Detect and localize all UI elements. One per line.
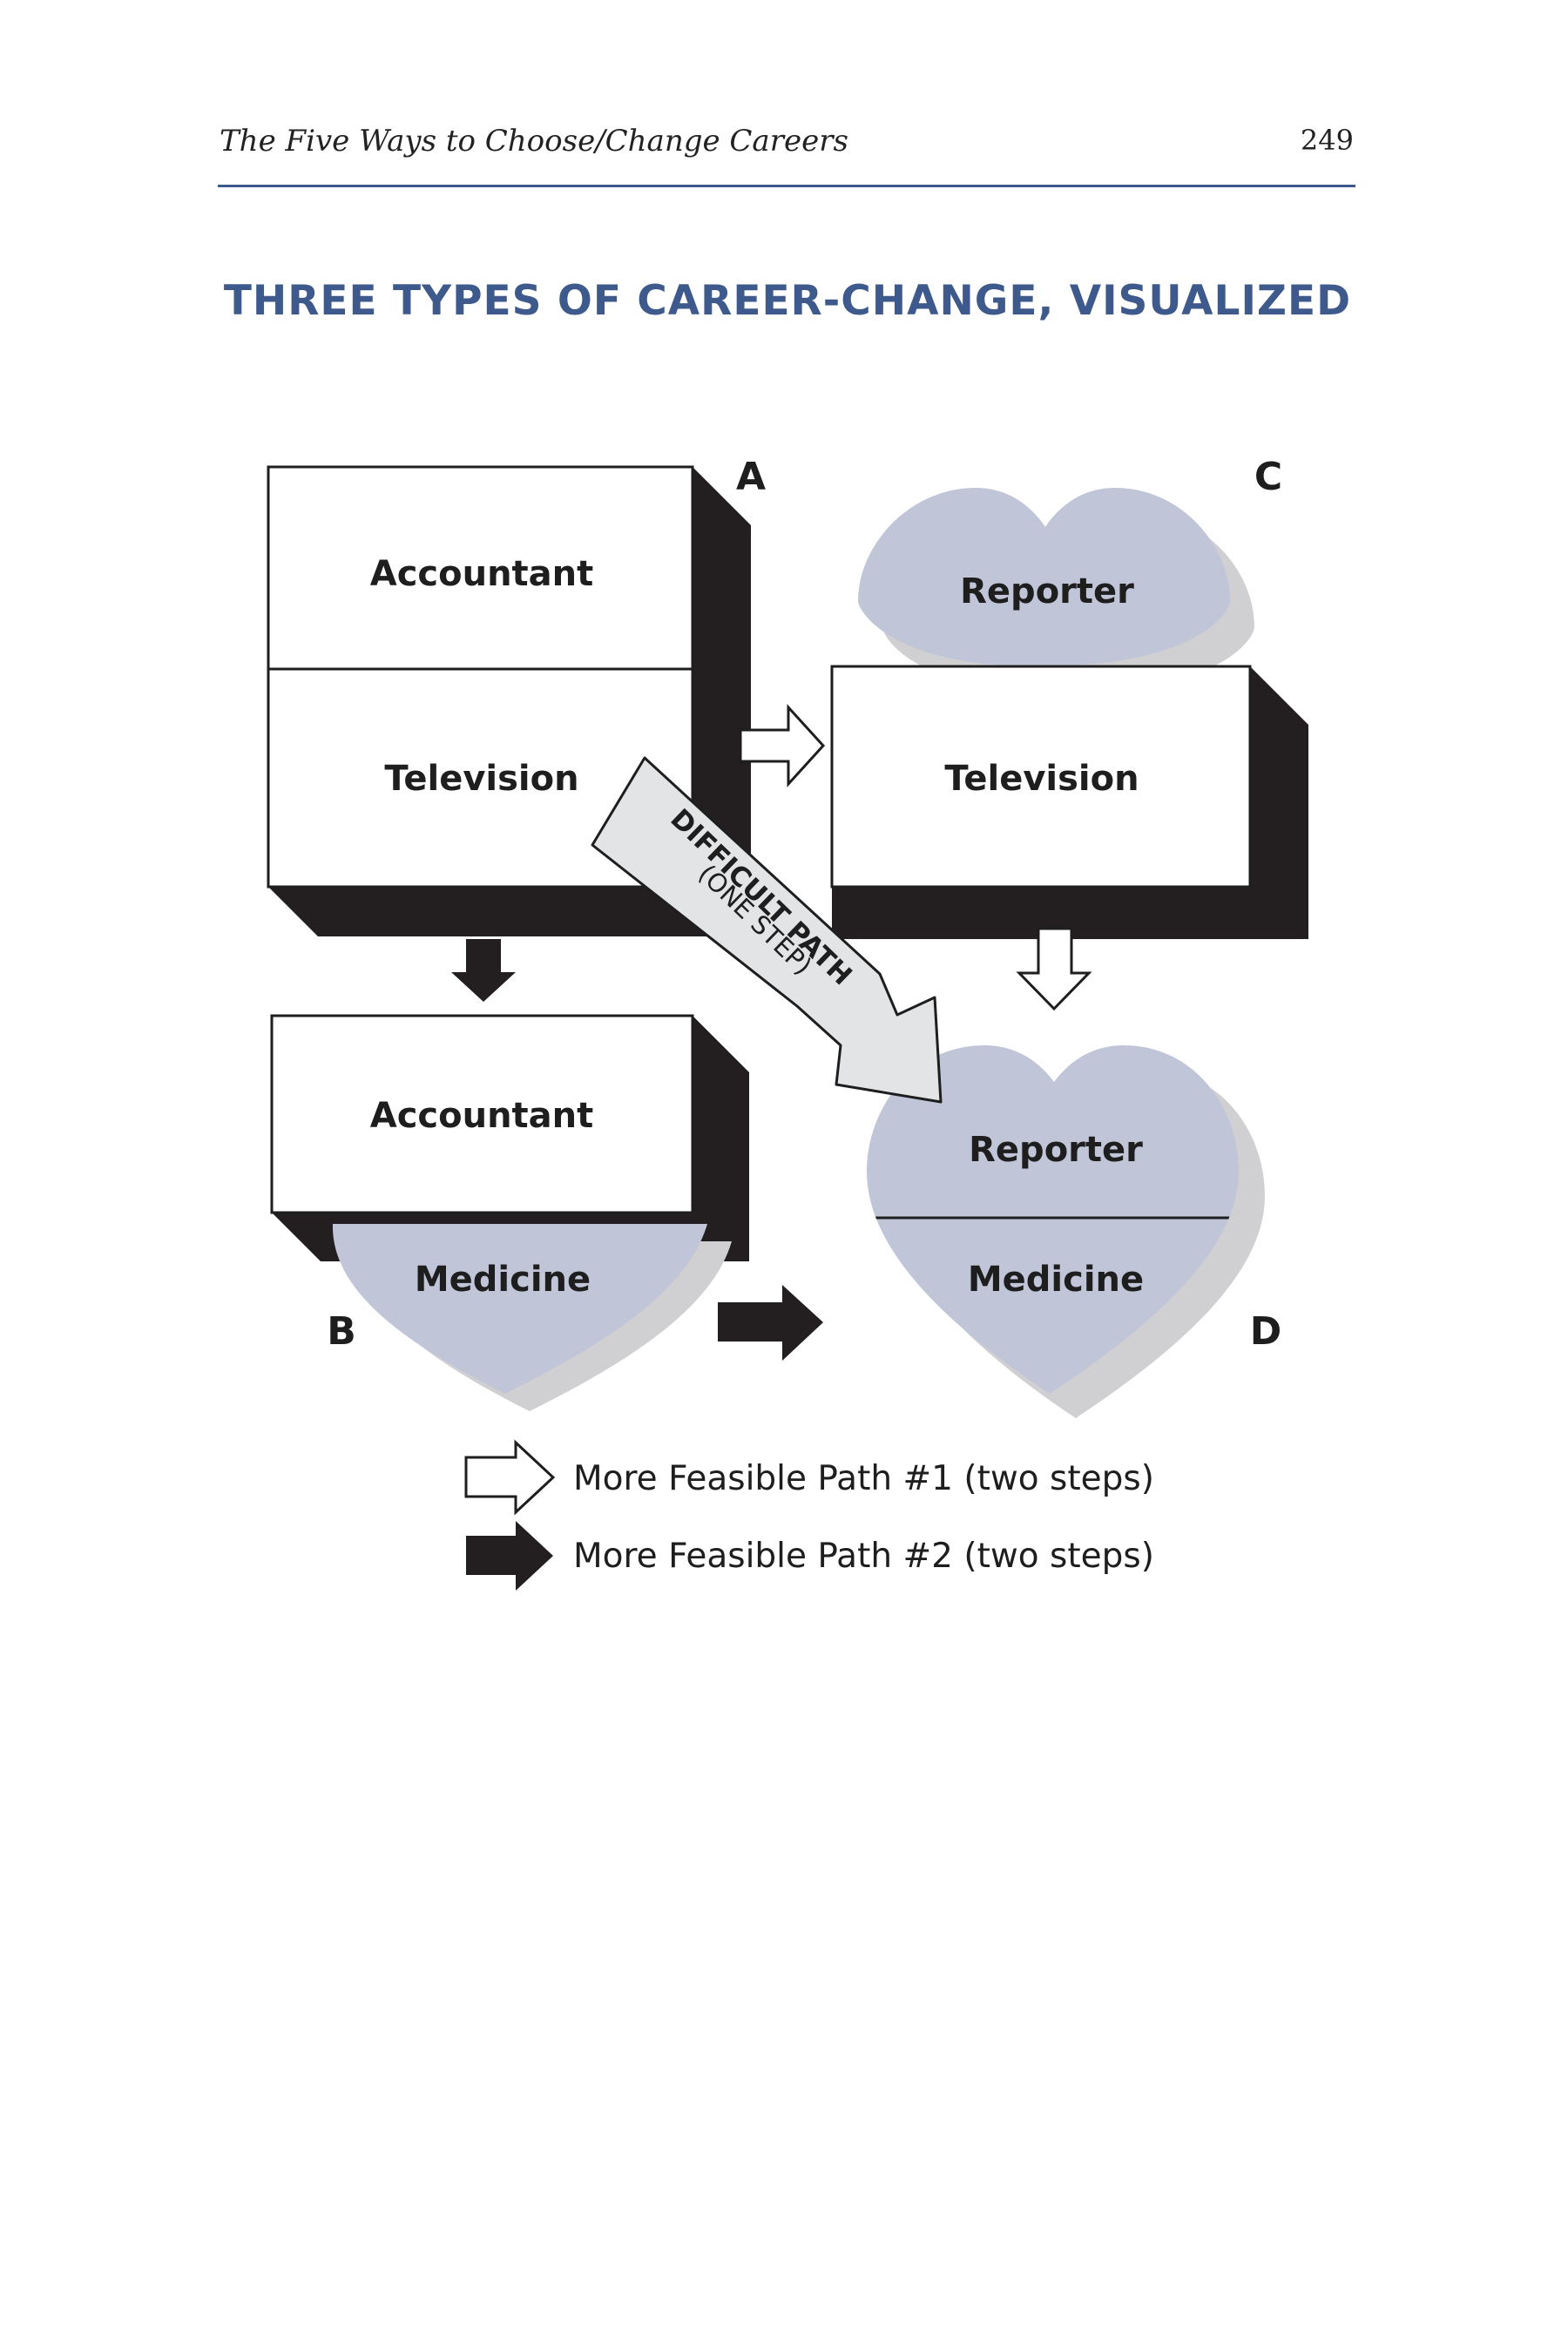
node-c-letter: C (1254, 455, 1282, 499)
figure-title: THREE TYPES OF CAREER-CHANGE, VISUALIZED (223, 277, 1352, 325)
legend-label-path-1: More Feasible Path #1 (two steps) (573, 1459, 1154, 1498)
node-b: Accountant Medicine B (270, 1014, 749, 1411)
solid-arrow-icon (451, 939, 516, 1002)
solid-arrow-icon (466, 1521, 553, 1591)
node-a-letter: A (736, 455, 766, 499)
node-c-top-label: Reporter (960, 571, 1134, 612)
node-b-box (270, 1014, 694, 1214)
node-c: Reporter Television C (830, 455, 1308, 939)
node-c-shadow (832, 666, 1308, 939)
node-c-bottom-label: Television (944, 759, 1139, 799)
legend: More Feasible Path #1 (two steps) More F… (464, 1439, 1154, 1591)
running-title: The Five Ways to Choose/Change Careers (220, 124, 848, 159)
outline-arrow-icon (739, 704, 826, 787)
node-c-box (830, 665, 1252, 889)
node-d-bottom-label: Medicine (968, 1260, 1144, 1300)
outline-arrow-icon (464, 1439, 556, 1516)
page-number: 249 (1300, 124, 1354, 157)
legend-label-path-2: More Feasible Path #2 (two steps) (573, 1537, 1154, 1576)
node-b-top-label: Accountant (370, 1096, 594, 1136)
outline-arrow-icon (1016, 927, 1092, 1011)
node-d: Reporter Medicine D (867, 1045, 1282, 1418)
node-b-bottom-label: Medicine (415, 1260, 591, 1300)
node-a-bottom-label: Television (384, 759, 578, 799)
solid-arrow-icon (718, 1285, 823, 1361)
node-d-top-label: Reporter (969, 1130, 1143, 1170)
header-rule (218, 185, 1355, 187)
node-d-letter: D (1250, 1309, 1282, 1354)
node-b-letter: B (327, 1309, 356, 1354)
node-a-top-label: Accountant (370, 554, 594, 594)
